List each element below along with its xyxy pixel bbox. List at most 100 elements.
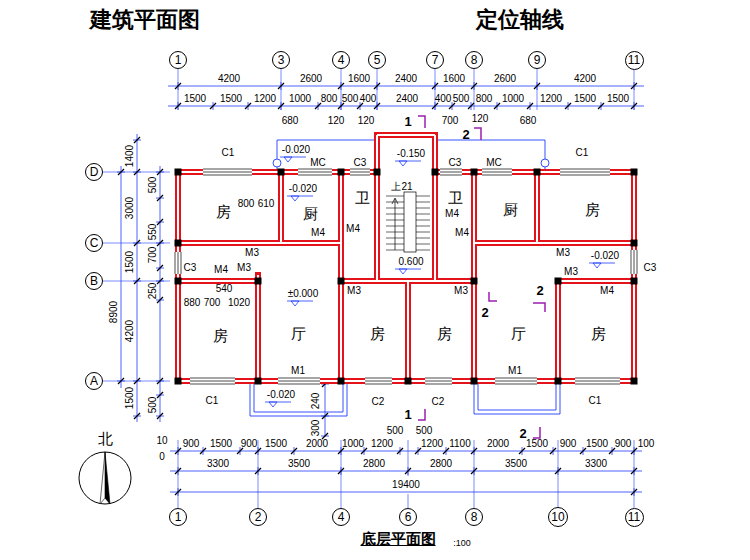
- wall-core: [177, 172, 179, 381]
- dimension-text-box: 2600: [494, 74, 516, 84]
- wall: [374, 135, 380, 281]
- axis-bubble: A: [85, 372, 103, 390]
- room-name-box: 厨: [303, 206, 318, 221]
- dimension-slash: [471, 448, 477, 454]
- dimension-text: 900: [615, 439, 632, 449]
- dimension-text: 1500: [125, 251, 135, 273]
- dimension-text-box: 1000: [502, 94, 524, 104]
- dimension-text-box: 1500: [210, 439, 232, 449]
- window-line: [298, 169, 332, 170]
- dimension-text-box: 1200: [371, 439, 393, 449]
- wall-core: [473, 172, 475, 381]
- dimension-text-box: 400: [360, 94, 377, 104]
- dimension-slash: [315, 103, 321, 109]
- component-code: C1: [222, 148, 235, 158]
- dimension-text: 800: [321, 94, 338, 104]
- stair-arrowhead: [392, 198, 398, 204]
- elevation-triangle: [399, 161, 407, 166]
- wall: [432, 135, 438, 281]
- sheet-heading: 定位轴线: [476, 9, 564, 31]
- component-code-box: M3: [347, 286, 361, 296]
- stair-step: [416, 196, 430, 197]
- dimension-text-box: 1600: [443, 74, 465, 84]
- component-code: C1: [206, 396, 219, 406]
- component-code-box: C1: [206, 396, 219, 406]
- dimension-text: 1500: [526, 439, 548, 449]
- section-number: 2: [519, 427, 526, 440]
- elevation-mark-box: -0.020: [282, 145, 310, 155]
- component-code: M1: [508, 366, 522, 376]
- dimension-text-box: 4200: [574, 74, 596, 84]
- section-number-box: 2: [462, 128, 469, 141]
- window-opening: [298, 169, 332, 176]
- structural-column: [631, 278, 638, 285]
- sheet-heading: 建筑平面图: [90, 9, 200, 31]
- axis-number: 9: [534, 54, 541, 66]
- window-opening: [575, 378, 620, 385]
- component-code-box: 10: [156, 436, 167, 446]
- window-opening: [495, 378, 537, 385]
- window-opening: [482, 169, 512, 176]
- dimension-slash: [631, 83, 637, 89]
- elevation-mark: -0.020: [267, 390, 295, 400]
- section-number: 1: [404, 408, 411, 421]
- room-name: 厅: [511, 326, 526, 341]
- axis-bubble: 6: [399, 508, 417, 526]
- component-code-box: M3: [237, 263, 251, 273]
- dimension-text-box: 550: [148, 224, 158, 241]
- axis-bubble: 11: [625, 51, 644, 70]
- section-number-box: 2: [519, 427, 526, 440]
- window-line: [560, 172, 610, 173]
- axis-number: D: [90, 166, 99, 178]
- component-code: M1: [291, 366, 305, 376]
- window-opening: [560, 169, 610, 176]
- room-name: 厅: [291, 326, 306, 341]
- component-code-box: C3: [184, 263, 197, 273]
- dimension-text: 1100: [449, 439, 471, 449]
- section-number: 1: [404, 115, 411, 128]
- dimension-text: 1500: [607, 94, 629, 104]
- dimension-text-box: 19400: [392, 480, 420, 490]
- component-code: C3: [644, 263, 657, 273]
- structural-column: [255, 278, 262, 285]
- dimension-text: 500: [148, 397, 158, 414]
- wall: [278, 172, 284, 243]
- dimension-text: 1500: [220, 94, 242, 104]
- component-code-box: C2: [372, 397, 385, 407]
- axis-number: 4: [338, 54, 345, 66]
- window-opening: [631, 250, 638, 274]
- component-code: C3: [449, 158, 462, 168]
- component-code-box: M1: [291, 366, 305, 376]
- room-name: 厨: [503, 202, 518, 217]
- dimension-text-box: 2000: [306, 439, 328, 449]
- dimension-slash: [397, 448, 403, 454]
- wall: [474, 240, 634, 246]
- window-line: [425, 378, 452, 379]
- stair-step: [416, 250, 430, 251]
- dimension-text-box: 1500: [125, 251, 135, 273]
- wall: [377, 132, 435, 138]
- axis-number: 8: [471, 511, 478, 523]
- dimension-slash: [471, 83, 477, 89]
- dimension-text-box: 680: [520, 116, 537, 126]
- dimension-slash: [631, 489, 637, 495]
- dimension-text-box: 700: [148, 247, 158, 264]
- component-code-box: M3: [564, 267, 578, 277]
- component-code: 700: [204, 298, 221, 308]
- extension-line: [341, 69, 342, 110]
- room-name-box: 房: [370, 326, 385, 341]
- dimension-text-box: 1500: [526, 439, 548, 449]
- axis-bubble: D: [85, 163, 103, 181]
- structural-column: [338, 278, 345, 285]
- dimension-text: 680: [520, 116, 537, 126]
- wall: [338, 172, 344, 381]
- dimension-slash: [175, 489, 181, 495]
- axis-number: B: [90, 275, 98, 287]
- dimension-text: 19400: [392, 480, 420, 490]
- window-line: [634, 250, 635, 274]
- wall: [631, 172, 637, 381]
- dimension-line: [325, 384, 326, 436]
- component-code-box: M3: [245, 248, 259, 258]
- wall: [178, 378, 634, 384]
